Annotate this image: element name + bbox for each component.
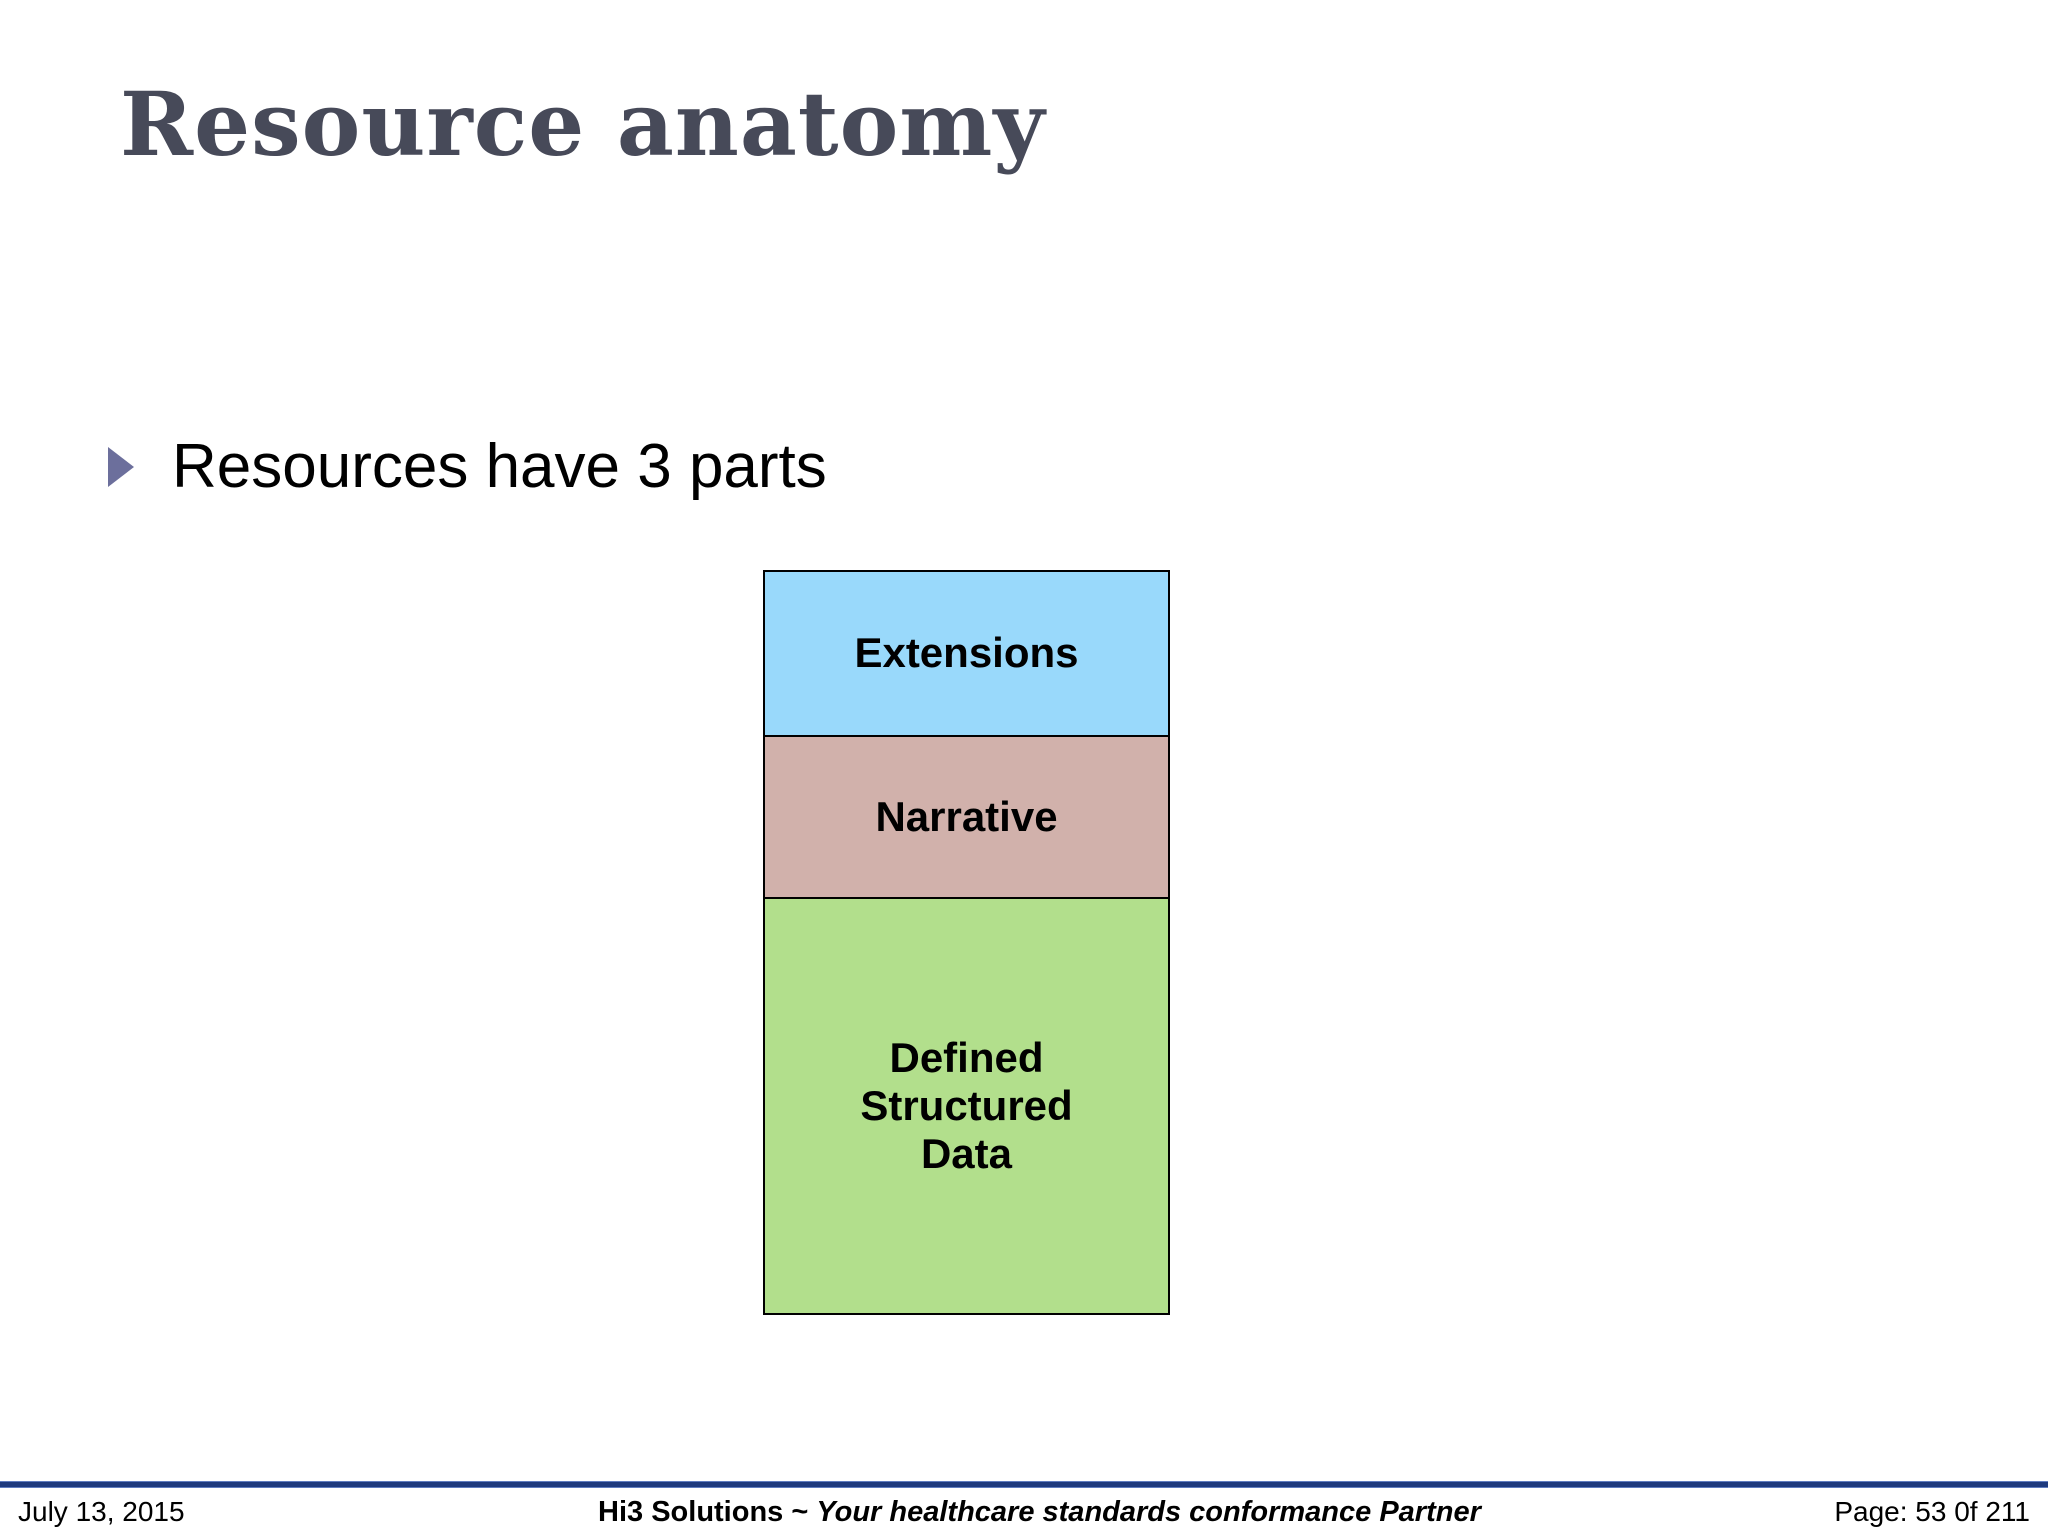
bullet-item: Resources have 3 parts [108, 428, 827, 506]
footer-date: July 13, 2015 [18, 1496, 185, 1527]
footer: July 13, 2015 Hi3 Solutions ~ Your healt… [18, 1496, 2030, 1529]
bullet-triangle-icon [108, 446, 134, 487]
footer-org-name: Hi3 Solutions ~ [598, 1496, 817, 1528]
footer-org-tagline: Your healthcare standards conformance Pa… [816, 1496, 1481, 1528]
diagram-part-defined-structured-data: Defined Structured Data [765, 897, 1168, 1313]
bullet-text: Resources have 3 parts [172, 432, 827, 501]
footer-page-number: Page: 53 0f 211 [1834, 1496, 2030, 1527]
page-title: Resource anatomy [120, 72, 1046, 176]
resource-anatomy-diagram: Extensions Narrative Defined Structured … [763, 570, 1170, 1315]
footer-divider-line [0, 1481, 2048, 1488]
diagram-part-narrative: Narrative [765, 735, 1168, 897]
diagram-part-extensions: Extensions [765, 572, 1168, 735]
footer-center-text: Hi3 Solutions ~ Your healthcare standard… [185, 1496, 1835, 1529]
